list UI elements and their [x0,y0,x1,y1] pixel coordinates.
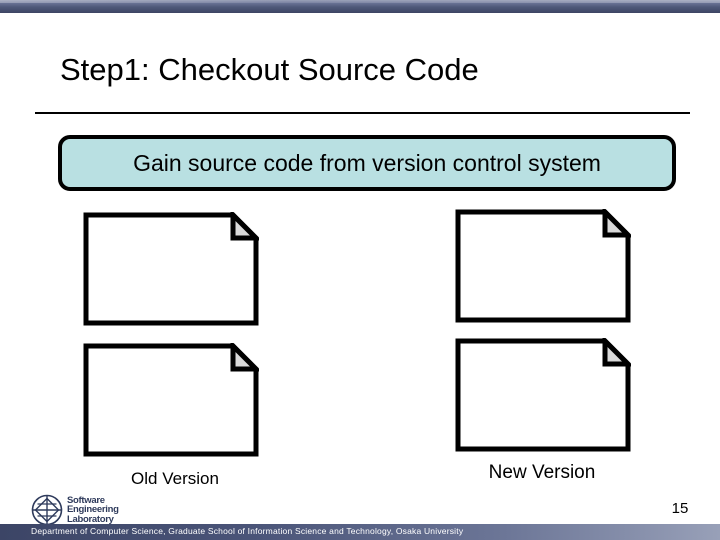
page-title: Step1: Checkout Source Code [60,52,479,87]
sel-logo: Software Engineering Laboratory [30,492,145,528]
logo-line-2: Engineering [67,504,119,516]
title-divider-rule [35,112,690,114]
logo-line-3: Laboratory [67,513,114,525]
top-band-highlight [0,0,720,3]
logo-line-1: Software [67,494,105,506]
callout-text: Gain source code from version control sy… [133,149,601,176]
callout-box: Gain source code from version control sy… [58,135,676,191]
document-new-2 [455,338,631,452]
document-new-1 [455,209,631,323]
page-number: 15 [671,500,689,517]
top-decorative-band [0,0,720,13]
document-old-2 [83,343,259,457]
sel-logo-text: Software Engineering Laboratory [67,496,119,525]
sel-circle-grid-icon [30,493,64,527]
footer-band [0,524,720,540]
footer-text: Department of Computer Science, Graduate… [31,526,464,536]
new-version-label: New Version [488,462,596,483]
document-old-1 [83,212,259,326]
old-version-label: Old Version [131,469,219,488]
